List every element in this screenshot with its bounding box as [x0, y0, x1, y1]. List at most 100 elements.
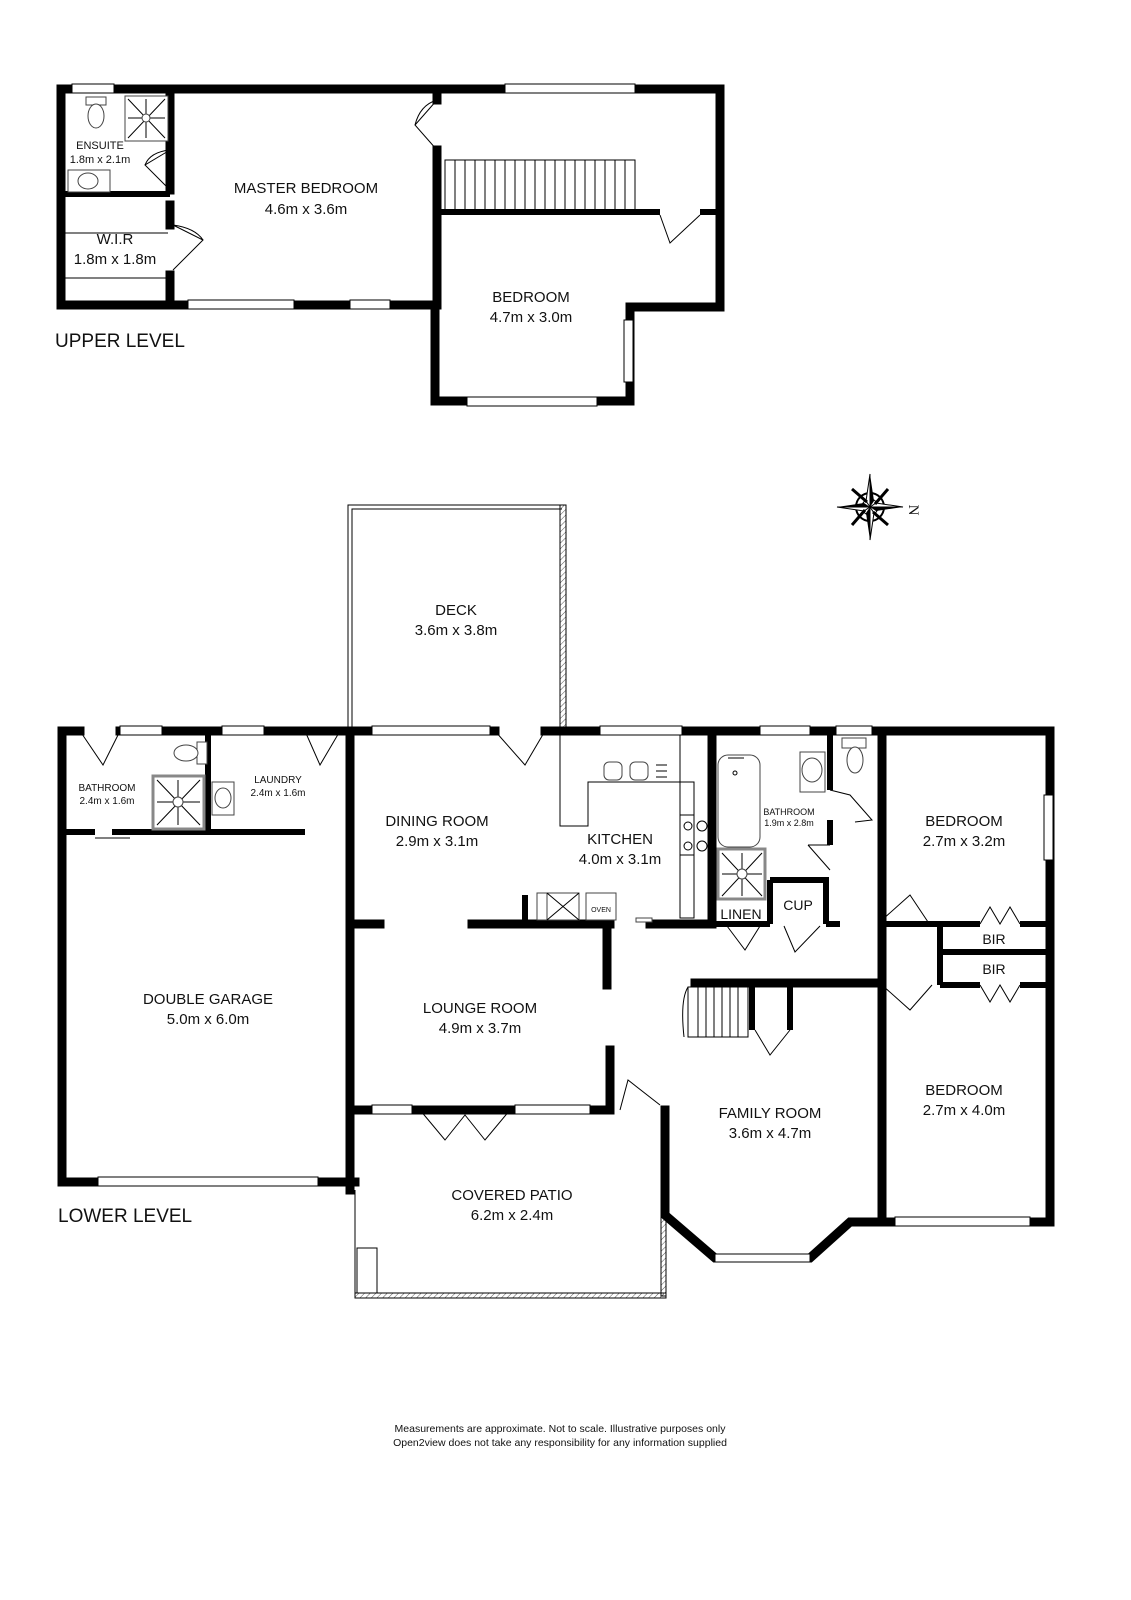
- level-title: UPPER LEVEL: [55, 331, 185, 352]
- room-size: 1.8m x 1.8m: [74, 251, 157, 268]
- cooktop-icon: [683, 820, 708, 852]
- window: [119, 725, 163, 736]
- room-name: BEDROOM: [925, 1082, 1003, 1099]
- room-size: 2.4m x 1.6m: [79, 796, 134, 807]
- laundry-door[interactable]: [304, 730, 341, 767]
- staircase: [444, 159, 636, 211]
- linen-label: LINEN: [720, 906, 761, 922]
- cup-door[interactable]: [783, 925, 821, 953]
- disclaimer-line-1: Measurements are approximate. Not to sca…: [395, 1423, 727, 1435]
- oven-units: [536, 892, 617, 921]
- toilet-icon: [85, 96, 107, 129]
- room-size: 4.6m x 3.6m: [265, 201, 348, 218]
- sink-icon: [67, 169, 111, 193]
- room-name: BATHROOM: [78, 783, 135, 794]
- room-size: 1.8m x 2.1m: [70, 154, 131, 166]
- room-name: BATHROOM: [763, 807, 814, 817]
- linen-door[interactable]: [726, 925, 761, 951]
- bathroom-door[interactable]: [79, 730, 121, 766]
- window: [894, 1216, 1031, 1227]
- window: [599, 725, 683, 736]
- room-size: 2.9m x 3.1m: [396, 833, 479, 850]
- window: [1043, 794, 1054, 861]
- room-name: BEDROOM: [492, 289, 570, 306]
- room-size: 3.6m x 3.8m: [415, 622, 498, 639]
- room-size: 4.0m x 3.1m: [579, 851, 662, 868]
- room-name: W.I.R: [97, 231, 134, 248]
- room-size: 6.2m x 2.4m: [471, 1207, 554, 1224]
- sink-icon: [629, 761, 649, 781]
- shower-icon: [151, 774, 206, 831]
- window: [514, 1104, 591, 1115]
- room-name: FAMILY ROOM: [719, 1105, 822, 1122]
- room-size: 2.7m x 3.2m: [923, 833, 1006, 850]
- window: [371, 725, 491, 736]
- hall-door[interactable]: [829, 789, 874, 823]
- room-size: 1.9m x 2.8m: [764, 818, 814, 828]
- shower-icon: [716, 847, 767, 901]
- sliding-door: [635, 917, 653, 923]
- room-name: DECK: [435, 602, 477, 619]
- window: [835, 725, 873, 736]
- laundry-sink-icon: [211, 781, 235, 816]
- level-title: LOWER LEVEL: [58, 1206, 192, 1227]
- disclaimer-line-2: Open2view does not take any responsibili…: [393, 1437, 727, 1449]
- sink-icon: [603, 761, 623, 781]
- lower-level-walls: [57, 725, 1055, 1263]
- north-label: N: [905, 505, 921, 516]
- room-name: LOUNGE ROOM: [423, 1000, 537, 1017]
- room-size: 4.9m x 3.7m: [439, 1020, 522, 1037]
- room-name: LAUNDRY: [254, 775, 302, 786]
- toilet-icon: [841, 737, 867, 774]
- room-size: 2.4m x 1.6m: [250, 788, 305, 799]
- bir-door[interactable]: [979, 906, 1021, 925]
- kitchen-bench: [559, 735, 708, 919]
- wir-door[interactable]: [172, 224, 204, 271]
- room-size: 2.7m x 4.0m: [923, 1102, 1006, 1119]
- window: [221, 725, 265, 736]
- bathtub-icon: [717, 754, 761, 848]
- deck-door[interactable]: [494, 730, 546, 766]
- bedroom-door[interactable]: [881, 984, 933, 1011]
- compass-rose-icon: [836, 473, 904, 541]
- window: [71, 83, 115, 94]
- wir-shelves: [62, 232, 168, 279]
- room-size: 4.7m x 3.0m: [490, 309, 573, 326]
- window: [466, 396, 598, 407]
- window: [714, 1253, 811, 1263]
- room-name: MASTER BEDROOM: [234, 180, 378, 197]
- family-room-door[interactable]: [619, 1079, 661, 1111]
- window: [504, 83, 636, 94]
- bir-label: BIR: [982, 961, 1005, 977]
- patio-door[interactable]: [419, 1109, 511, 1141]
- room-name: DINING ROOM: [385, 813, 488, 830]
- room-name: COVERED PATIO: [451, 1187, 572, 1204]
- oven-label: OVEN: [591, 907, 611, 914]
- window: [97, 1176, 319, 1187]
- bedroom-door[interactable]: [659, 214, 701, 244]
- room-size: 5.0m x 6.0m: [167, 1011, 250, 1028]
- sink-icon: [799, 751, 826, 793]
- stair-door[interactable]: [414, 99, 438, 151]
- window: [623, 319, 634, 383]
- bir-door[interactable]: [979, 984, 1021, 1003]
- staircase: [682, 986, 749, 1038]
- room-size: 3.6m x 4.7m: [729, 1125, 812, 1142]
- room-name: ENSUITE: [76, 140, 124, 152]
- window: [371, 1104, 413, 1115]
- ensuite-door[interactable]: [144, 149, 171, 191]
- toilet-icon: [173, 741, 208, 765]
- window: [187, 299, 295, 310]
- room-name: BEDROOM: [925, 813, 1003, 830]
- window: [349, 299, 391, 310]
- understair-door[interactable]: [754, 1029, 791, 1056]
- bathroom-door-2[interactable]: [807, 844, 831, 871]
- shower-icon: [124, 95, 169, 142]
- cupboard-label: CUP: [783, 897, 813, 913]
- upper-level-walls: [56, 83, 725, 407]
- room-name: KITCHEN: [587, 831, 653, 848]
- bir-label: BIR: [982, 931, 1005, 947]
- room-name: DOUBLE GARAGE: [143, 991, 273, 1008]
- bedroom-door[interactable]: [881, 894, 931, 926]
